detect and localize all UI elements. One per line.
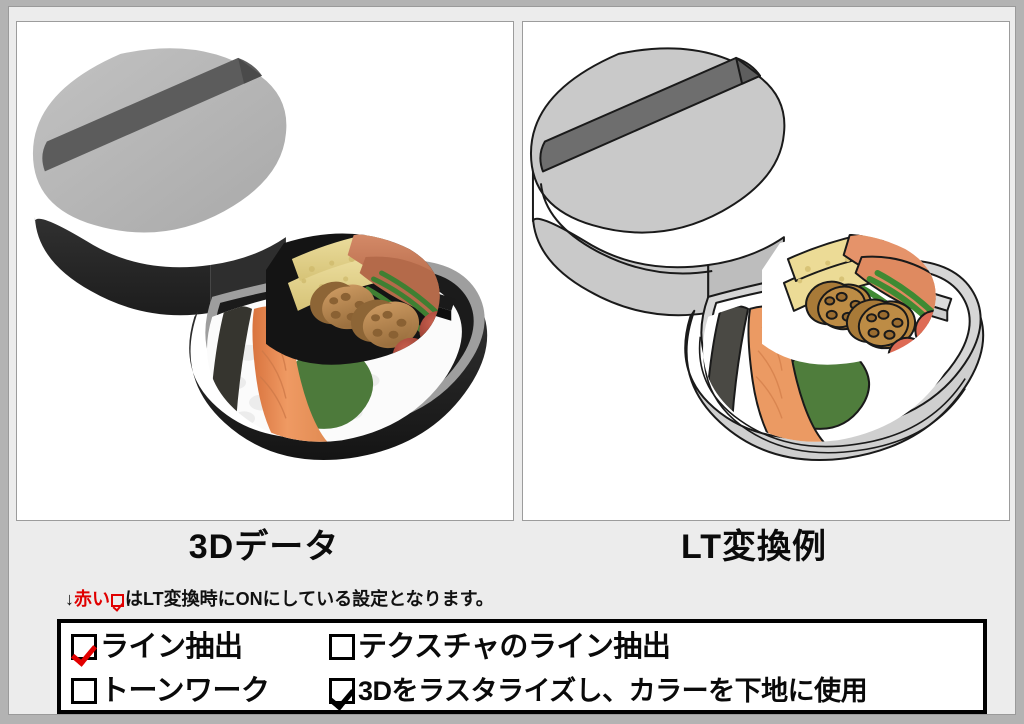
setting-label-line-extraction: ライン抽出 [100,630,243,663]
setting-label-texture-line-extraction: テクスチャのライン抽出 [358,630,671,663]
bento-lid-3d [32,48,287,316]
panel-captions: 3Dデータ LT変換例 [9,525,1017,571]
checkbox-tone-work[interactable] [71,678,97,704]
setting-label-tone-work: トーンワーク [100,674,270,707]
bento-lid-lt [529,47,786,317]
down-arrow-icon: ↓ [65,589,74,609]
setting-rasterize-3d[interactable]: 3Dをラスタライズし、カラーを下地に使用 [329,669,868,713]
setting-texture-line-extraction[interactable]: テクスチャのライン抽出 [329,625,671,669]
bento-box-lt [684,233,985,461]
checkbox-texture-line-extraction[interactable] [329,634,355,660]
settings-row-2: トーンワーク 3Dをラスタライズし、カラーを下地に使用 [61,669,983,713]
bento-3d-illustration [17,22,513,520]
settings-row-1: ライン抽出 テクスチャのライン抽出 [61,625,983,669]
comparison-panels [11,9,1015,525]
bento-box-3d [189,233,488,461]
lt-settings-panel: ライン抽出 テクスチャのライン抽出 トーンワーク 3Dをラスタライズし、カラーを… [57,619,987,714]
checkbox-line-extraction[interactable] [71,634,97,660]
panel-lt-conversion [522,21,1010,521]
checkbox-rasterize-3d[interactable] [329,678,355,704]
legend-note: ↓赤いはLT変換時にONにしている設定となります。 [65,585,494,611]
note-red-text: 赤い [74,589,110,609]
caption-3d-data: 3Dデータ [188,528,340,566]
bento-lt-illustration [523,22,1009,520]
caption-lt-example: LT変換例 [680,528,827,566]
checked-box-icon [111,594,124,607]
setting-label-rasterize-3d: 3Dをラスタライズし、カラーを下地に使用 [358,675,868,706]
setting-line-extraction[interactable]: ライン抽出 [71,625,243,669]
note-rest-text: はLT変換時にONにしている設定となります。 [125,589,494,609]
panel-3d-data [16,21,514,521]
setting-tone-work[interactable]: トーンワーク [71,669,270,713]
document-sheet: 3Dデータ LT変換例 ↓赤いはLT変換時にONにしている設定となります。 ライ… [8,6,1016,715]
